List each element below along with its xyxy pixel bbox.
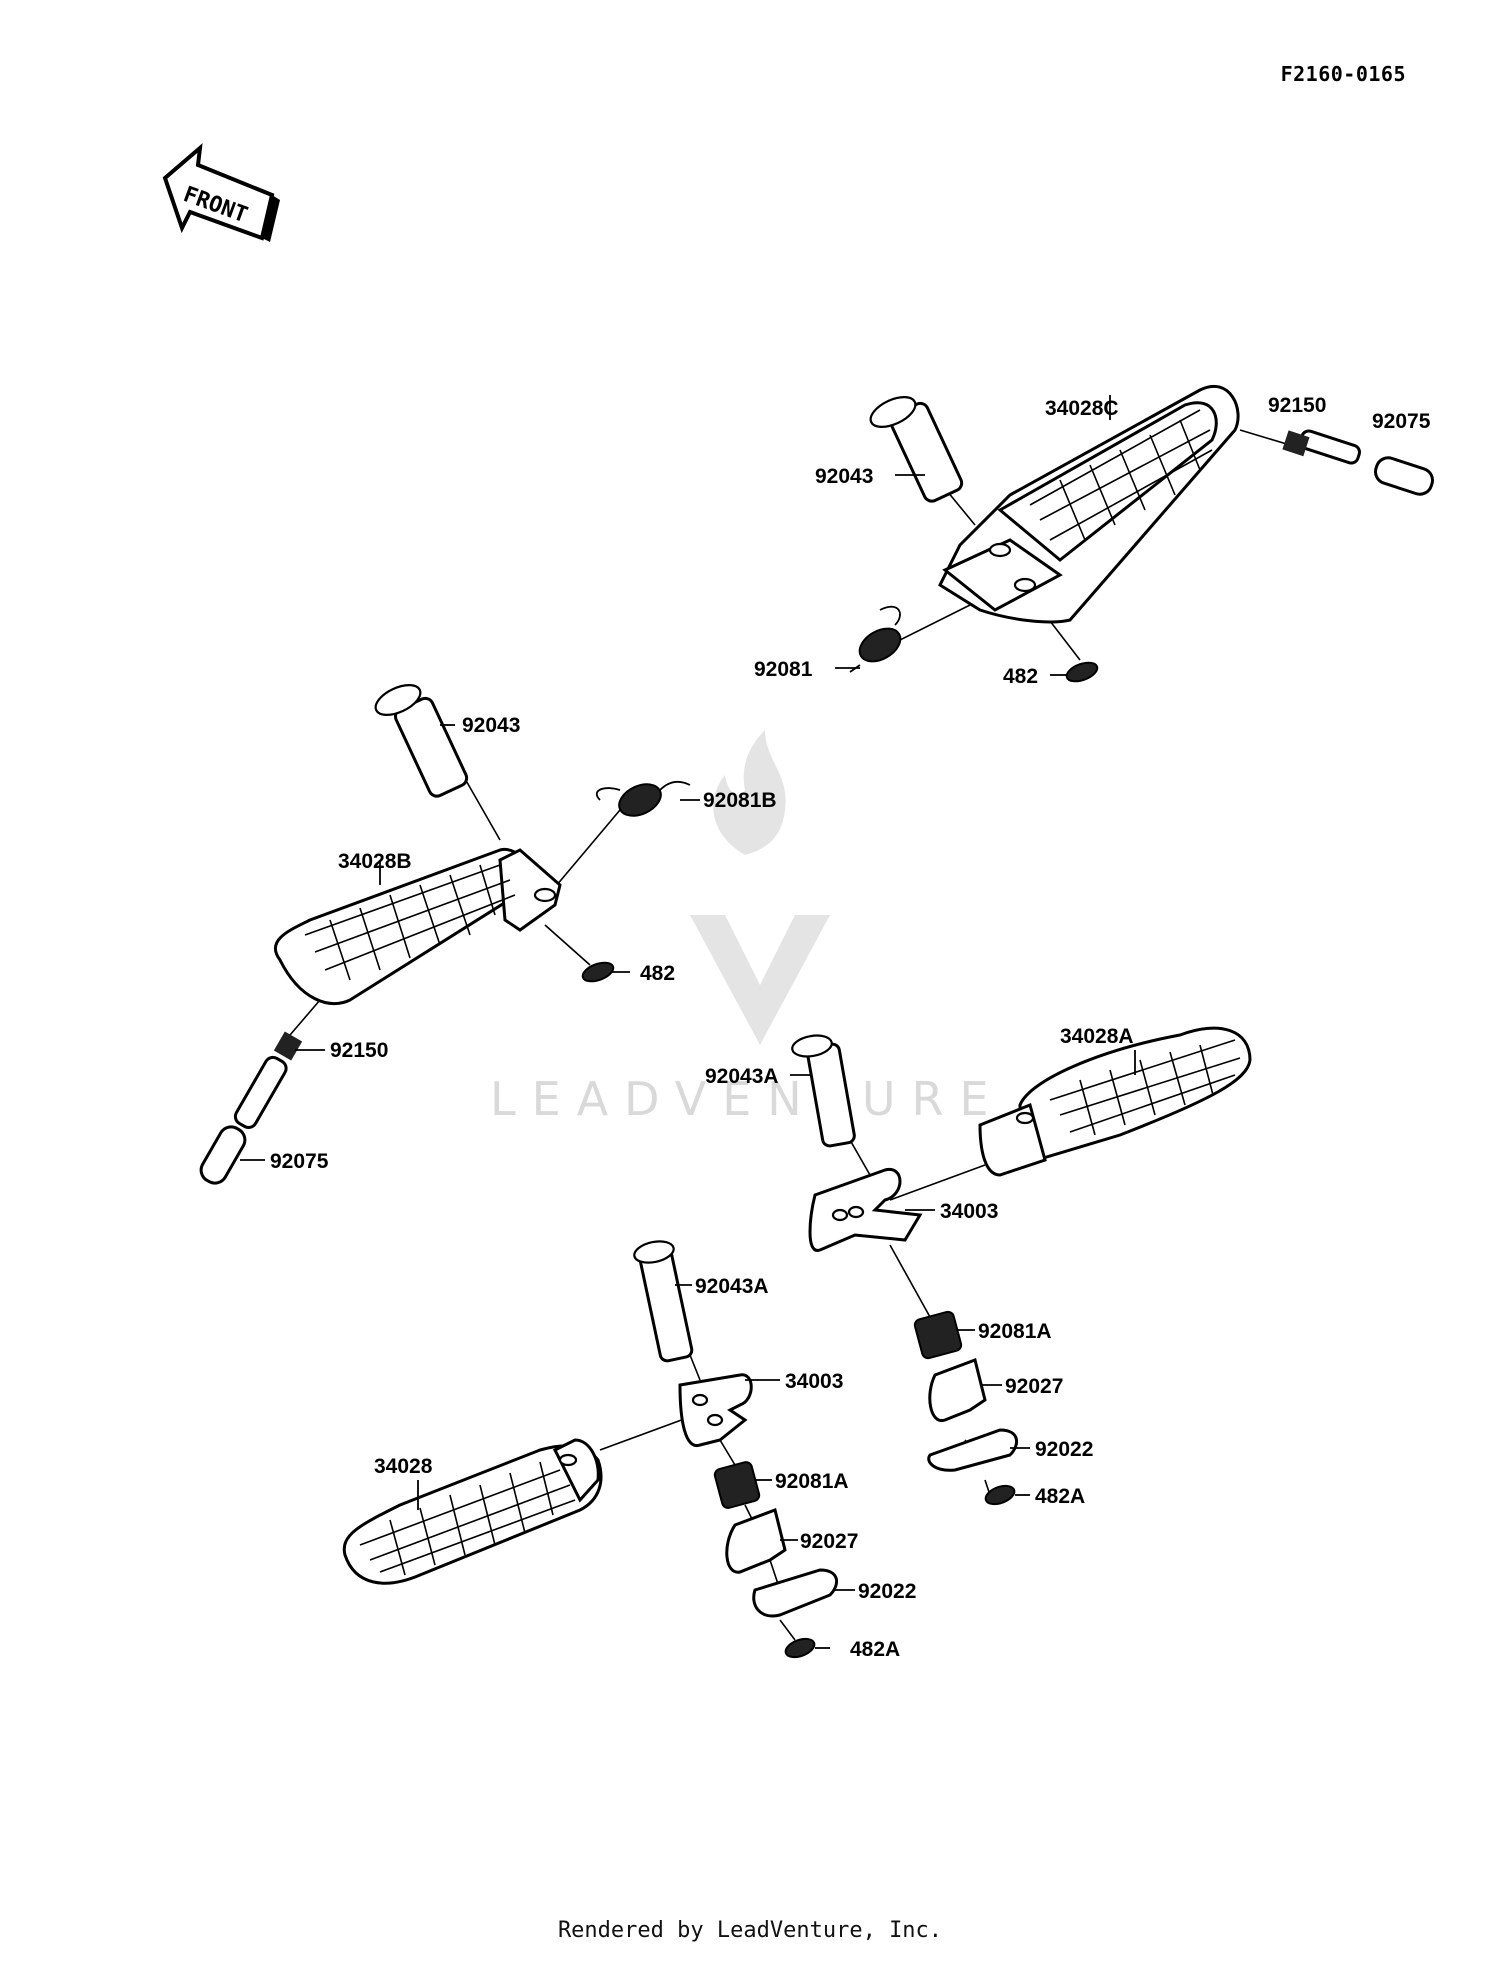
callout-92043-left: 92043 (462, 714, 520, 737)
callout-92150-top: 92150 (1268, 394, 1326, 417)
callout-92022-right: 92022 (1035, 1438, 1093, 1461)
callout-482a-bottom: 482A (850, 1638, 900, 1661)
front-arrow-icon: FRONT (162, 143, 280, 242)
callout-482-top: 482 (1003, 665, 1038, 688)
callout-92081a-right: 92081A (978, 1320, 1052, 1343)
callout-92081a-bottom: 92081A (775, 1470, 849, 1493)
callout-92081b: 92081B (703, 789, 777, 812)
callout-92043a-bottom: 92043A (695, 1275, 769, 1298)
callout-34003-right: 34003 (940, 1200, 998, 1223)
footer-credit: Rendered by LeadVenture, Inc. (557, 1918, 943, 1943)
callout-34028: 34028 (374, 1455, 433, 1478)
footpeg-34028-assembly: 92043A 34003 34028 92081A 92027 92022 48… (342, 1240, 916, 1661)
callout-34028c: 34028C (1045, 397, 1119, 420)
spring-92081a-bottom-icon (713, 1461, 761, 1509)
spring-92081a-right-icon (913, 1310, 963, 1360)
bolt-92150-icon (1282, 429, 1361, 465)
callout-92043a-right: 92043A (705, 1065, 779, 1088)
callout-482a-right: 482A (1035, 1485, 1085, 1508)
callout-92150-left: 92150 (330, 1039, 388, 1062)
diagram-code: F2160-0165 (1280, 62, 1406, 86)
bolt-92150-left-icon (233, 1031, 303, 1129)
footpeg-34028b-assembly: 92043 92081B 34028B 482 92150 92075 (199, 684, 777, 1185)
callout-92027-bottom: 92027 (800, 1530, 858, 1553)
footpeg-34028a-assembly: 34028A 92043A 34003 92081A 92027 92022 4… (705, 1025, 1252, 1508)
callout-92075-left: 92075 (270, 1150, 329, 1173)
leadventure-watermark: LEADVENTURE (490, 730, 1005, 1126)
footpeg-34028c-assembly: 34028C 92150 92075 92043 92081 482 (754, 384, 1434, 688)
callout-92081-top: 92081 (754, 658, 813, 681)
callout-34028b: 34028B (338, 850, 412, 873)
callout-92027-right: 92027 (1005, 1375, 1063, 1398)
callout-92022-bottom: 92022 (858, 1580, 916, 1603)
callout-34003-bottom: 34003 (785, 1370, 843, 1393)
watermark-text: LEADVENTURE (490, 1072, 1005, 1126)
spring-92081-icon (849, 605, 902, 673)
callout-92043-top: 92043 (815, 465, 873, 488)
callout-34028a: 34028A (1060, 1025, 1134, 1048)
callout-92075-top: 92075 (1372, 410, 1431, 433)
callout-482-left: 482 (640, 962, 675, 985)
spring-92081b-icon (595, 780, 691, 817)
